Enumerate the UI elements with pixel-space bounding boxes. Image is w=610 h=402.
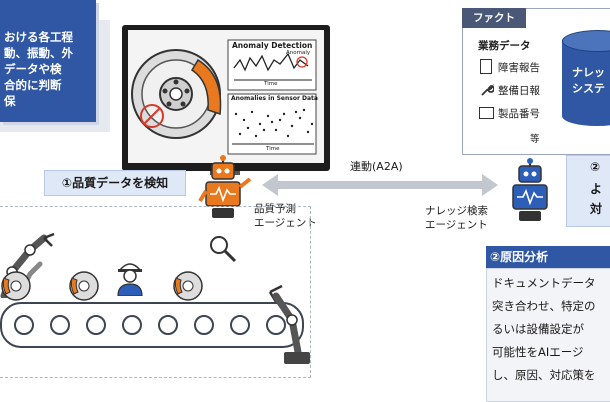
etc-label: 等 bbox=[530, 134, 540, 145]
panel1-xlabel: Time bbox=[264, 81, 278, 87]
conveyor-roller bbox=[230, 315, 250, 335]
knowledge-agent-label: エージェント bbox=[425, 219, 488, 231]
robot-arm-icon bbox=[262, 282, 312, 372]
callout-line: おける各工程 bbox=[4, 30, 73, 44]
business-data-heading: 業務データ bbox=[478, 40, 531, 52]
callout-line: データや検 bbox=[4, 62, 62, 76]
fact-item-label: 障害報告 bbox=[498, 62, 540, 74]
anomaly-detection-title: Anomaly Detection bbox=[232, 41, 313, 50]
step2-right-label bbox=[566, 155, 610, 227]
cause-line: 突き合わせ、特定の bbox=[492, 299, 596, 313]
id-card-icon bbox=[479, 107, 494, 119]
a2a-link-label: 連動(A2A) bbox=[350, 160, 403, 173]
cause-line: 可能性をAIエージ bbox=[492, 345, 584, 359]
step1-detect-label: ①品質データを検知 bbox=[44, 170, 186, 196]
conveyor-roller bbox=[14, 315, 34, 335]
double-arrow-icon bbox=[262, 174, 498, 196]
document-icon bbox=[480, 59, 492, 74]
step-right-text: よ bbox=[590, 182, 603, 196]
cause-analysis-box bbox=[486, 268, 610, 402]
production-line-frame bbox=[0, 206, 311, 378]
knowledge-search-robot-icon bbox=[505, 158, 557, 224]
brake-disc-icon bbox=[172, 270, 204, 302]
database-label: ナレッ bbox=[572, 66, 605, 79]
fact-item-label: 整備日報 bbox=[498, 85, 540, 97]
fact-item-label: 製品番号 bbox=[498, 108, 540, 120]
conveyor-roller bbox=[122, 315, 142, 335]
cause-line: るいは設備設定が bbox=[492, 322, 584, 336]
brake-disc-icon bbox=[0, 270, 32, 302]
callout-line: 合的に判断 bbox=[4, 78, 62, 92]
callout-line: 保 bbox=[4, 94, 16, 108]
database-label: システ bbox=[572, 82, 605, 95]
monitor-screen: Anomaly Detection Anomaly Time Anomalies… bbox=[128, 30, 324, 163]
conveyor-roller bbox=[266, 315, 286, 335]
anomaly-marker-label: Anomaly bbox=[286, 50, 311, 56]
cause-line: ドキュメントデータ bbox=[492, 276, 596, 290]
fact-tag: ファクト bbox=[462, 8, 526, 28]
conveyor-roller bbox=[158, 315, 178, 335]
process-description-callout: おける各工程 動、振動、外 データや検 合的に判断 保 bbox=[0, 0, 96, 122]
conveyor-belt bbox=[0, 302, 304, 348]
worker-icon bbox=[116, 258, 144, 297]
cause-analysis-title: ②原因分析 bbox=[486, 246, 610, 268]
conveyor-roller bbox=[194, 315, 214, 335]
magnifier-icon bbox=[208, 234, 238, 264]
brake-disc-icon bbox=[68, 270, 100, 302]
step-right-text: 対 bbox=[590, 202, 603, 216]
knowledge-database bbox=[562, 40, 610, 116]
quality-prediction-robot-icon bbox=[198, 155, 254, 223]
knowledge-agent-label: ナレッジ検索 bbox=[425, 205, 488, 217]
cause-line: し、原因、対応策を bbox=[492, 368, 596, 382]
wrench-icon bbox=[480, 82, 495, 96]
monitor-graphics bbox=[131, 39, 317, 155]
conveyor-roller bbox=[50, 315, 70, 335]
brake-disc-icon bbox=[131, 49, 222, 139]
step-right-text: ② bbox=[590, 160, 601, 174]
panel2-xlabel: Time bbox=[266, 146, 280, 152]
conveyor-roller bbox=[86, 315, 106, 335]
callout-line: 動、振動、外 bbox=[4, 46, 73, 60]
sensor-anomalies-title: Anomalies in Sensor Data bbox=[231, 95, 318, 102]
quality-agent-label: エージェント bbox=[254, 217, 317, 229]
